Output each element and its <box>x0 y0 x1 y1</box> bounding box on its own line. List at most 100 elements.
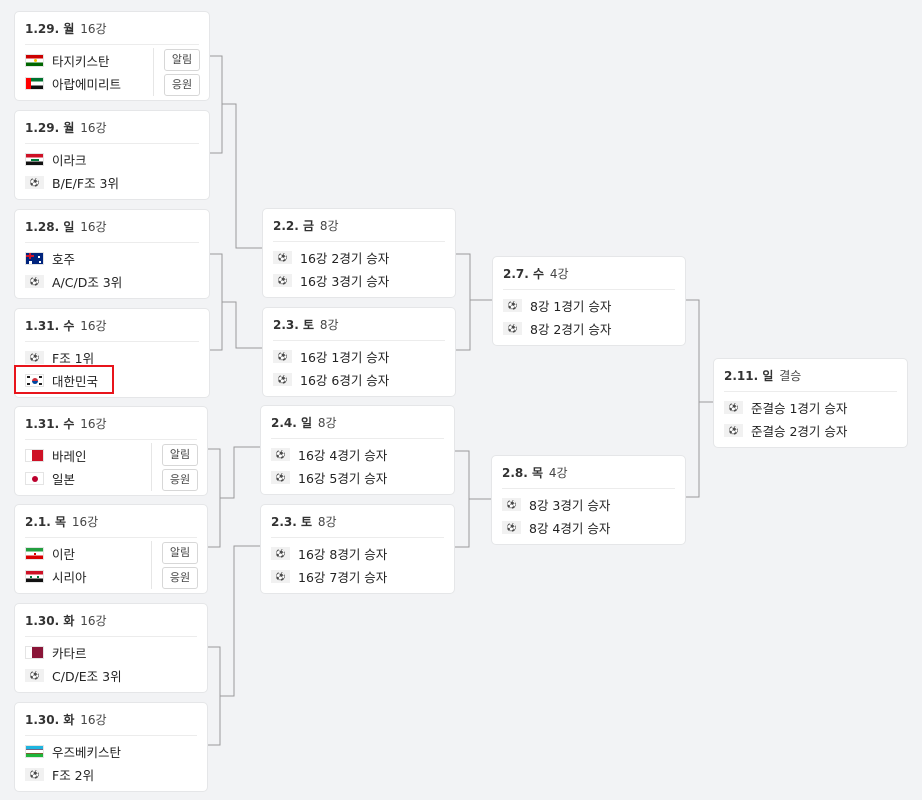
soccer-ball-icon: ⚽ <box>503 298 522 312</box>
team-row[interactable]: ⚽16강 7경기 승자 <box>271 566 387 586</box>
team-name: F조 2위 <box>52 767 95 783</box>
team-row[interactable]: ⚽ 8강 4경기 승자 <box>502 517 610 537</box>
match-date: 2.4. 일 <box>271 416 313 430</box>
team-row[interactable]: ⚽ 16강 8경기 승자 <box>271 543 387 563</box>
team-row[interactable]: ⚽준결승 1경기 승자 <box>724 397 847 417</box>
team-row[interactable]: 바레인 <box>25 445 87 465</box>
match-date: 1.30. 화 <box>25 614 75 628</box>
team-name: 대한민국 <box>52 373 99 389</box>
team-row[interactable]: ⚽ B/E/F조 3위 <box>25 172 119 192</box>
team-row[interactable]: ⚽A/C/D조 3위 <box>25 271 122 291</box>
soccer-ball-icon: ⚽ <box>25 668 44 682</box>
soccer-ball-icon: ⚽ <box>271 569 290 583</box>
team-row[interactable]: ⚽준결승 2경기 승자 <box>724 420 847 440</box>
team-name: B/E/F조 3위 <box>52 175 120 191</box>
soccer-ball-icon: ⚽ <box>25 274 44 288</box>
match-header: 2.11. 일 결승 <box>724 361 897 392</box>
alert-button[interactable]: 알림 <box>162 542 198 564</box>
match-card[interactable]: 2.11. 일 결승 ⚽준결승 1경기 승자 ⚽준결승 2경기 승자 <box>713 358 908 448</box>
team-row[interactable]: 대한민국 <box>25 370 98 390</box>
iran-flag <box>25 546 44 560</box>
team-row[interactable]: ⚽ F조 1위 <box>25 347 94 367</box>
team-row[interactable]: 타지키스탄 <box>25 50 110 70</box>
match-date: 2.3. 토 <box>273 318 315 332</box>
match-card[interactable]: 2.3. 토 8강 ⚽16강 1경기 승자 ⚽ 16강 6경기 승자 <box>262 307 456 397</box>
connector-qf-3-4 <box>455 450 491 548</box>
team-row[interactable]: ⚽ 16강 6경기 승자 <box>273 369 389 389</box>
match-header: 1.28. 일 16강 <box>25 212 199 243</box>
team-name: 바레인 <box>52 448 87 464</box>
match-header: 2.1. 목 16강 <box>25 507 197 538</box>
match-header: 1.30. 화 16강 <box>25 606 197 637</box>
cheer-button[interactable]: 응원 <box>162 469 198 491</box>
team-name: 준결승 1경기 승자 <box>751 400 848 416</box>
team-name: 8강 3경기 승자 <box>529 497 611 513</box>
soccer-ball-icon: ⚽ <box>273 372 292 386</box>
team-name: 이란 <box>52 546 76 562</box>
team-row[interactable]: 시리아 <box>25 566 87 586</box>
team-row[interactable]: ⚽C/D/E조 3위 <box>25 665 122 685</box>
team-name: 16강 8경기 승자 <box>298 546 388 562</box>
soccer-ball-icon: ⚽ <box>271 470 290 484</box>
match-card[interactable]: 2.2. 금 8강 ⚽16강 2경기 승자 ⚽16강 3경기 승자 <box>262 208 456 298</box>
match-header: 2.2. 금 8강 <box>273 211 445 242</box>
team-row[interactable]: 아랍에미리트 <box>25 73 121 93</box>
team-name: 8강 2경기 승자 <box>530 321 612 337</box>
cheer-button[interactable]: 응원 <box>162 567 198 589</box>
connector-r16-3-4 <box>210 253 262 351</box>
alert-button[interactable]: 알림 <box>162 444 198 466</box>
soccer-ball-icon: ⚽ <box>271 546 290 560</box>
connector-r16-7-8 <box>208 545 260 746</box>
match-date: 2.8. 목 <box>502 466 544 480</box>
team-row[interactable]: ⚽8강 2경기 승자 <box>503 318 611 338</box>
team-row[interactable]: 우즈베키스탄 <box>25 741 121 761</box>
team-row[interactable]: 카타르 <box>25 642 87 662</box>
soccer-ball-icon: ⚽ <box>25 175 44 189</box>
team-row[interactable]: ⚽16강 5경기 승자 <box>271 467 387 487</box>
team-name: 8강 4경기 승자 <box>529 520 611 536</box>
match-round: 8강 <box>319 318 339 332</box>
team-name: 16강 6경기 승자 <box>300 372 390 388</box>
match-card[interactable]: 2.7. 수 4강⚽8강 1경기 승자⚽8강 2경기 승자 <box>492 256 686 346</box>
soccer-ball-icon: ⚽ <box>273 250 292 264</box>
match-round: 16강 <box>80 713 107 727</box>
match-header: 2.3. 토 8강 <box>271 507 444 538</box>
match-card[interactable]: 2.4. 일 8강⚽16강 4경기 승자⚽16강 5경기 승자 <box>260 405 455 495</box>
team-row[interactable]: ⚽16강 4경기 승자 <box>271 444 387 464</box>
match-date: 2.2. 금 <box>273 219 315 233</box>
match-date: 1.29. 월 <box>25 121 75 135</box>
team-row[interactable]: ⚽ 8강 1경기 승자 <box>503 295 611 315</box>
team-name: 카타르 <box>52 645 87 661</box>
team-name: F조 1위 <box>52 350 95 366</box>
team-row[interactable]: ⚽16강 1경기 승자 <box>273 346 389 366</box>
team-row[interactable]: ⚽8강 3경기 승자 <box>502 494 610 514</box>
connector-r16-5-6 <box>208 446 260 548</box>
team-name: 8강 1경기 승자 <box>530 298 612 314</box>
team-row[interactable]: ⚽16강 3경기 승자 <box>273 270 389 290</box>
match-date: 1.28. 일 <box>25 220 75 234</box>
cheer-button[interactable]: 응원 <box>164 74 200 96</box>
team-row[interactable]: ⚽F조 2위 <box>25 764 94 784</box>
match-header: 1.31. 수 16강 <box>25 409 197 440</box>
match-round: 결승 <box>779 369 802 383</box>
soccer-ball-icon: ⚽ <box>25 350 44 364</box>
match-card[interactable]: 2.3. 토 8강 ⚽ 16강 8경기 승자 ⚽16강 7경기 승자 <box>260 504 455 594</box>
team-row[interactable]: ⚽16강 2경기 승자 <box>273 247 389 267</box>
team-name: 시리아 <box>52 569 87 585</box>
team-row[interactable]: 이란 <box>25 543 75 563</box>
match-card[interactable]: 2.8. 목 4강⚽8강 3경기 승자⚽8강 4경기 승자 <box>491 455 686 545</box>
team-row[interactable]: 이라크 <box>25 149 87 169</box>
team-row[interactable]: 호주 <box>25 248 75 268</box>
alert-button[interactable]: 알림 <box>164 49 200 71</box>
soccer-ball-icon: ⚽ <box>502 520 521 534</box>
team-name: 아랍에미리트 <box>52 76 122 92</box>
team-row[interactable]: 일본 <box>25 468 75 488</box>
